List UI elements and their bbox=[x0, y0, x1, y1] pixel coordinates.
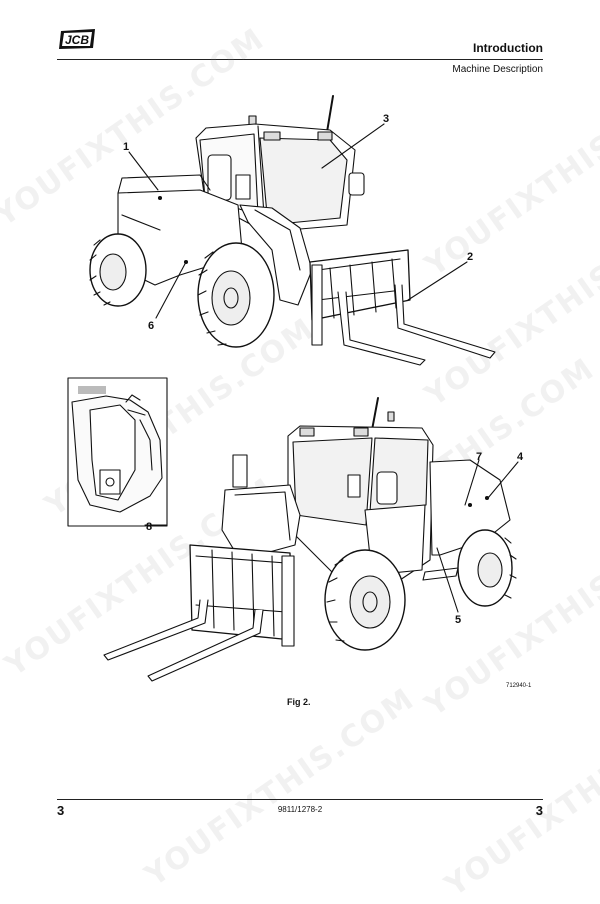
callout-6: 6 bbox=[148, 320, 154, 332]
section-title: Introduction bbox=[473, 41, 543, 55]
header-divider bbox=[57, 59, 543, 60]
document-number: 9811/1278-2 bbox=[277, 805, 323, 814]
callout-8: 8 bbox=[146, 521, 152, 533]
detail-inset bbox=[67, 377, 168, 527]
telehandler-lower-view bbox=[103, 397, 517, 682]
callout-3: 3 bbox=[383, 113, 389, 125]
figure-caption: Fig 2. bbox=[287, 697, 311, 707]
section-subtitle: Machine Description bbox=[452, 64, 543, 75]
callout-2: 2 bbox=[467, 251, 473, 263]
figure-code: 712940-1 bbox=[506, 683, 532, 689]
footer-divider bbox=[57, 799, 543, 800]
callout-5: 5 bbox=[455, 614, 461, 626]
callout-4: 4 bbox=[517, 451, 524, 463]
callout-7: 7 bbox=[476, 451, 482, 463]
logo-text: JCB bbox=[65, 33, 89, 47]
page-number-left: 3 bbox=[57, 803, 65, 818]
telehandler-upper-view bbox=[89, 95, 496, 366]
jcb-logo: JCB bbox=[59, 29, 95, 49]
machine-illustration: 1 2 3 4 5 6 7 8 bbox=[67, 95, 524, 682]
callout-1: 1 bbox=[123, 141, 129, 153]
page-number-right: 3 bbox=[535, 803, 543, 818]
